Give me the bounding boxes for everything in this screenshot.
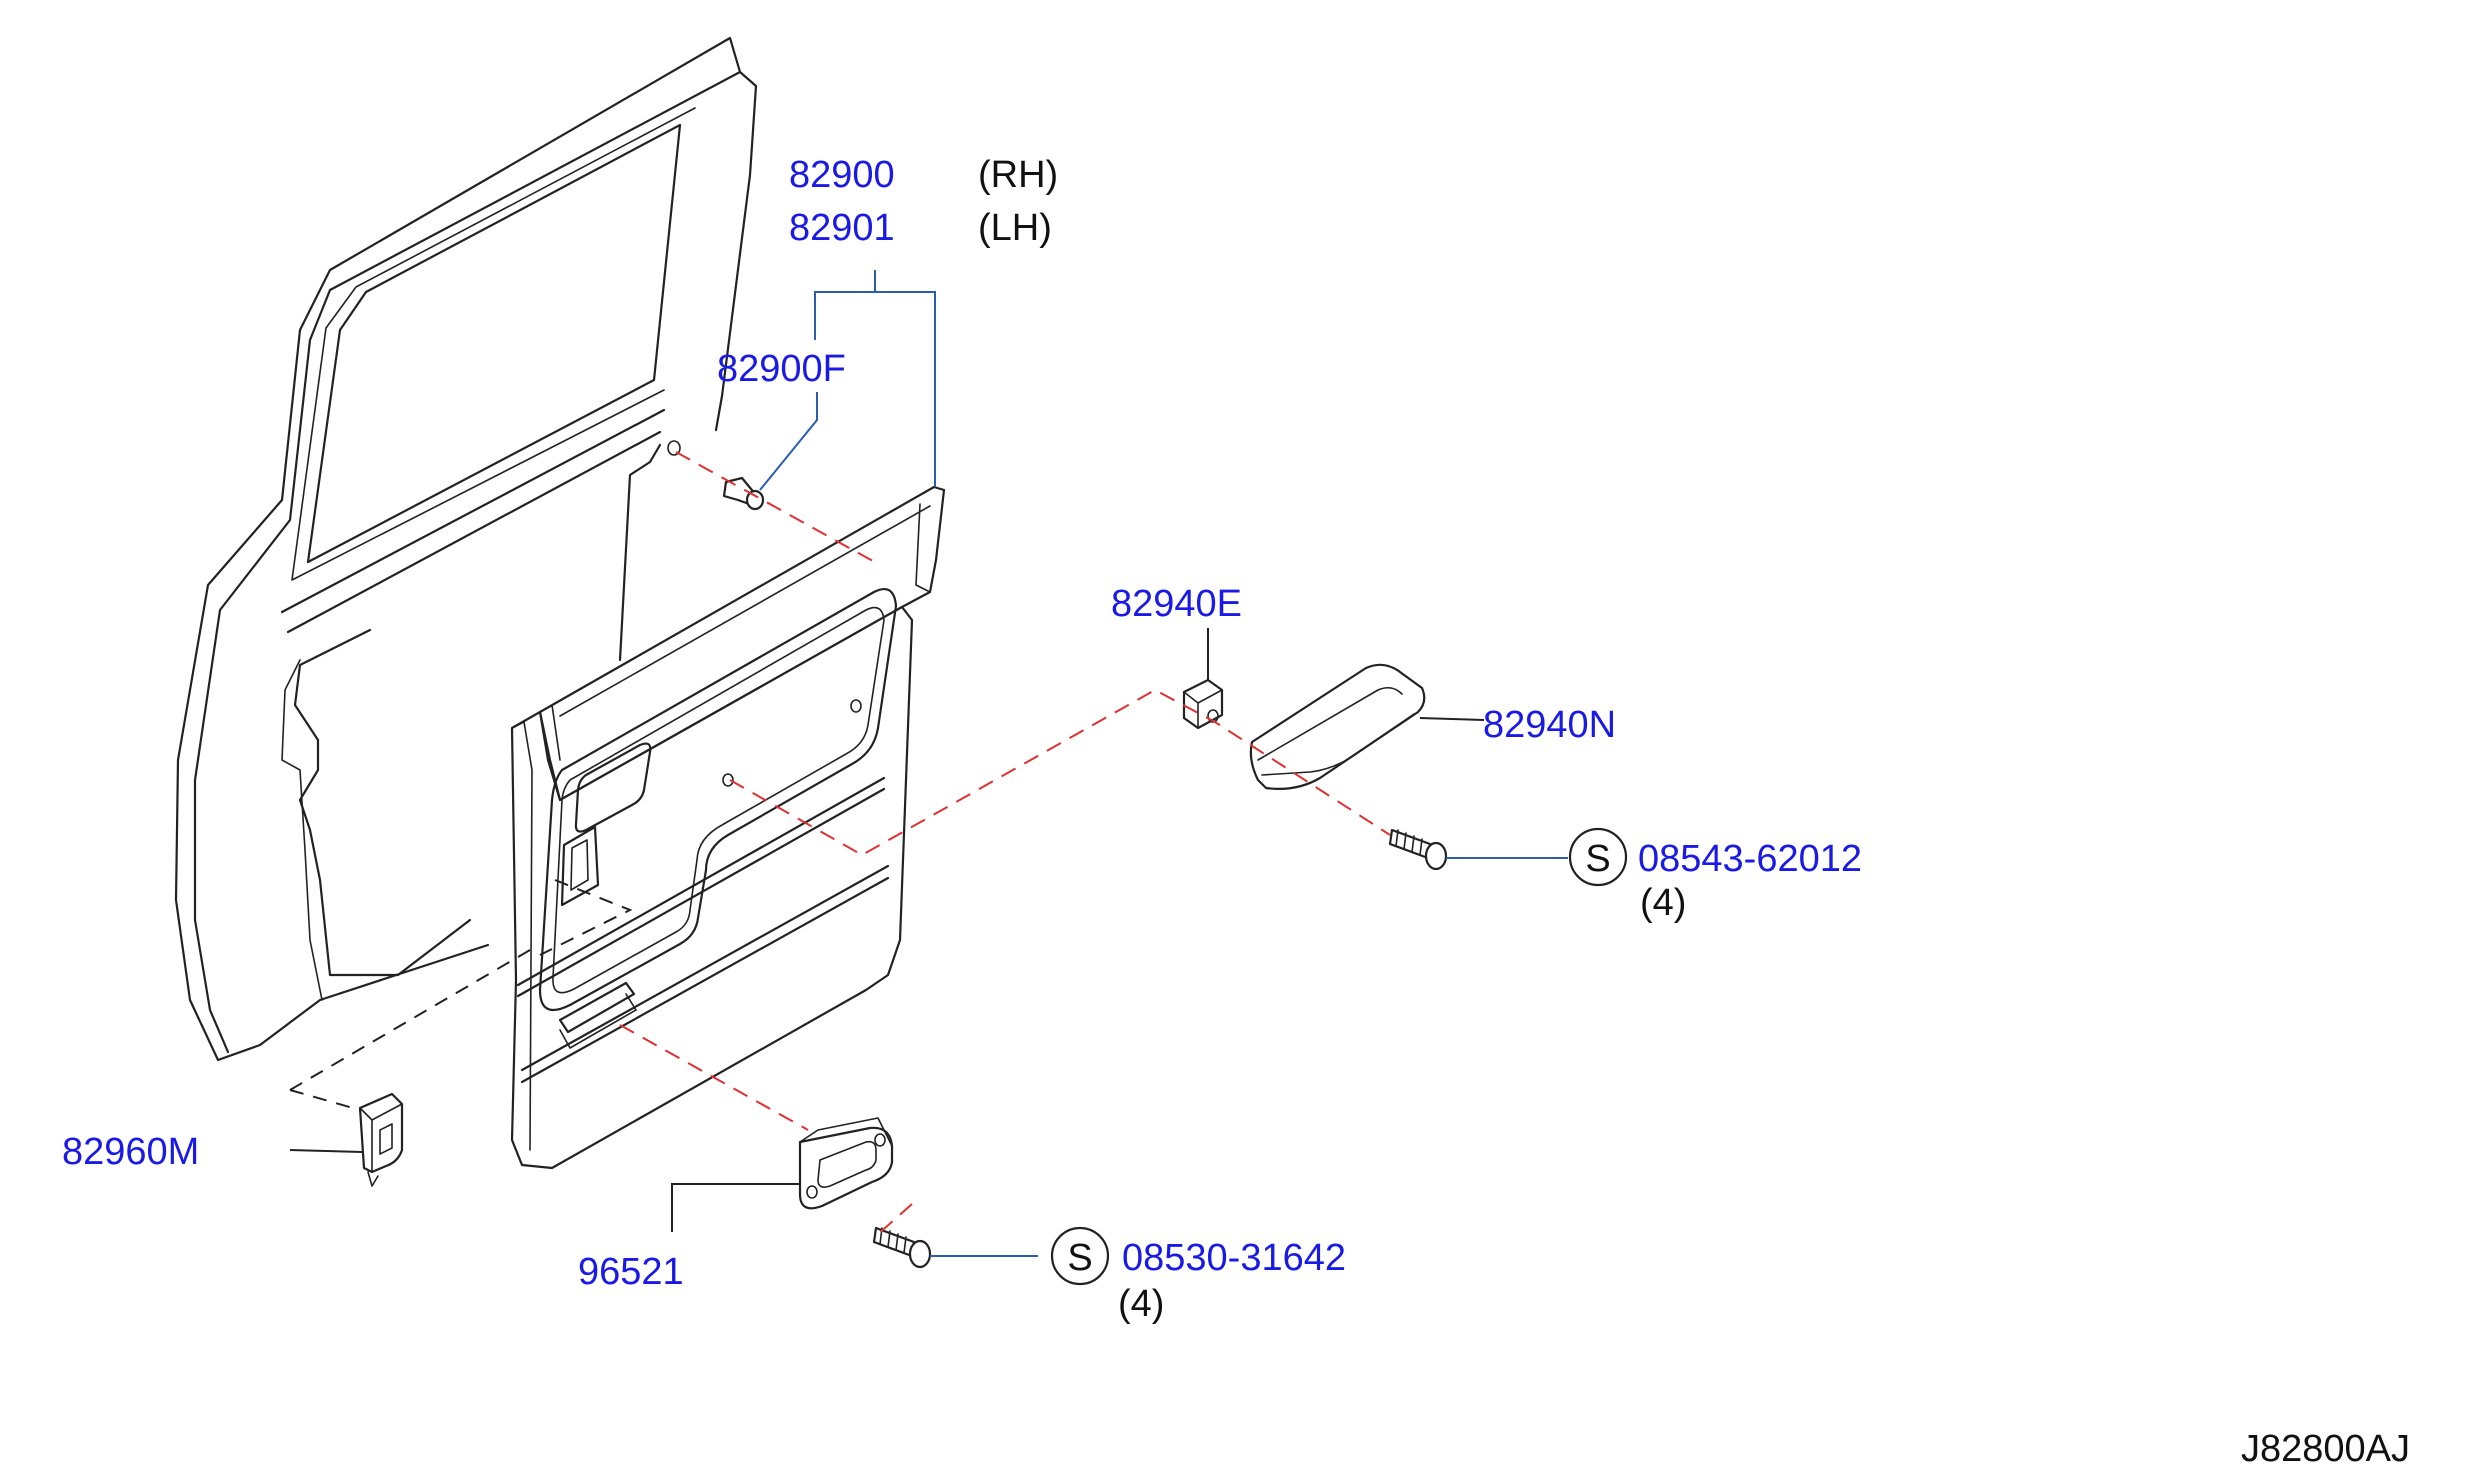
label-82900: 82900 <box>789 154 895 196</box>
screw-08530-31642 <box>872 1226 932 1269</box>
s-symbol-2: S <box>1050 1226 1110 1286</box>
assist-grip-82940n <box>1249 663 1426 790</box>
label-08543-62012: 08543-62012 <box>1638 838 1862 880</box>
clip-82940e <box>1182 678 1224 730</box>
clip-82900f <box>722 476 765 511</box>
s-symbol-1: S <box>1568 827 1628 887</box>
label-82901: 82901 <box>789 207 895 249</box>
label-82901-note: (LH) <box>978 207 1052 249</box>
label-82900f: 82900F <box>717 348 846 390</box>
qty-08530-31642: (4) <box>1118 1283 1164 1325</box>
label-82940n: 82940N <box>1483 704 1616 746</box>
escutcheon-96521 <box>798 1117 894 1210</box>
label-82940e: 82940E <box>1111 583 1242 625</box>
label-96521: 96521 <box>578 1251 684 1293</box>
label-82960m: 82960M <box>62 1131 199 1173</box>
assembly-lines <box>289 451 1391 1237</box>
s-symbol-1-text: S <box>1585 838 1610 880</box>
diagram-code: J82800AJ <box>2241 1428 2410 1470</box>
label-08530-31642: 08530-31642 <box>1122 1237 1346 1279</box>
label-82900-note: (RH) <box>978 154 1058 196</box>
door-trim-panel <box>510 485 946 1170</box>
s-symbol-2-text: S <box>1067 1237 1092 1279</box>
qty-08543-62012: (4) <box>1640 882 1686 924</box>
screw-08543-62012 <box>1388 828 1448 871</box>
door-frame <box>174 36 758 1062</box>
clip-82960m <box>358 1092 404 1187</box>
leader-lines <box>289 270 1568 1257</box>
